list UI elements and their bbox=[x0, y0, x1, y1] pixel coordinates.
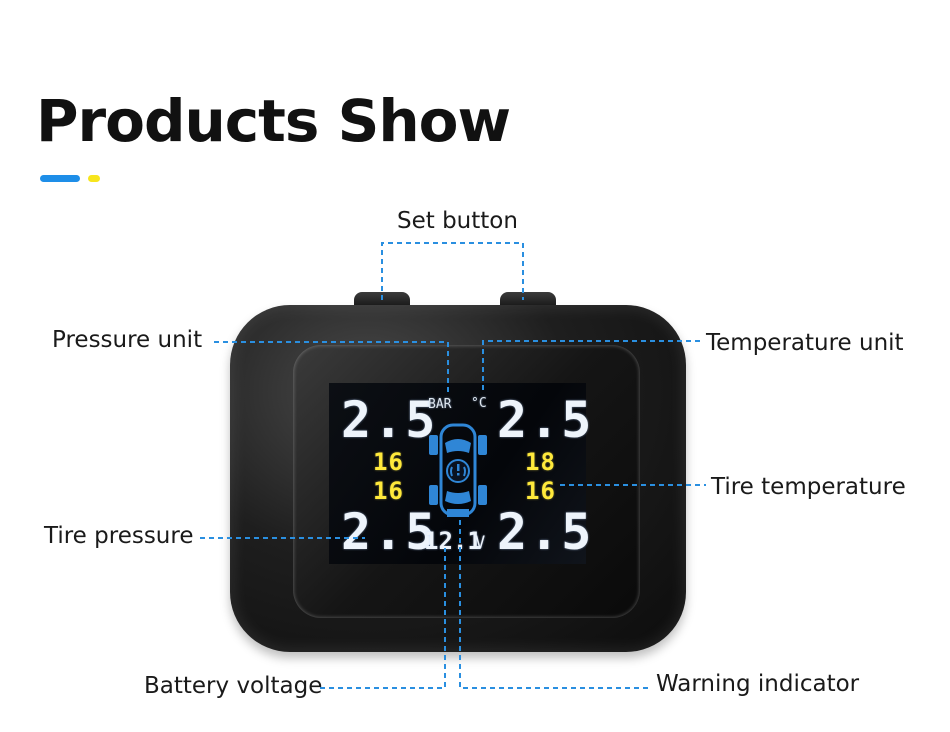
lcd-screen: 2.5 2.5 BAR °C 16 18 16 16 2.5 2.5 12.1 … bbox=[329, 383, 591, 564]
label-tire-pressure: Tire pressure bbox=[44, 523, 194, 549]
temperature-unit-text: °C bbox=[471, 396, 487, 411]
tpms-warning-icon bbox=[446, 459, 470, 483]
label-battery-voltage: Battery voltage bbox=[144, 673, 323, 699]
rear-left-pressure: 2.5 bbox=[341, 503, 438, 561]
label-pressure-unit: Pressure unit bbox=[52, 327, 203, 353]
label-warning-indicator: Warning indicator bbox=[656, 671, 860, 697]
label-temperature-unit: Temperature unit bbox=[706, 330, 904, 356]
car-top-view-icon bbox=[429, 423, 487, 517]
label-tire-temperature: Tire temperature bbox=[711, 474, 906, 500]
rear-left-temp: 16 bbox=[373, 477, 404, 505]
rear-right-pressure: 2.5 bbox=[497, 503, 594, 561]
front-left-temp: 16 bbox=[373, 448, 404, 476]
pressure-unit-text: BAR bbox=[428, 397, 452, 412]
front-left-pressure: 2.5 bbox=[341, 391, 438, 449]
rear-right-temp: 16 bbox=[525, 477, 556, 505]
front-right-pressure: 2.5 bbox=[497, 391, 594, 449]
label-set-button: Set button bbox=[397, 208, 518, 234]
title-accent-yellow bbox=[88, 175, 100, 182]
front-right-temp: 18 bbox=[525, 448, 556, 476]
voltage-value: 12.1 bbox=[424, 527, 482, 555]
voltage-unit: V bbox=[475, 533, 486, 553]
page-title: Products Show bbox=[36, 87, 511, 155]
title-accent-blue bbox=[40, 175, 80, 182]
